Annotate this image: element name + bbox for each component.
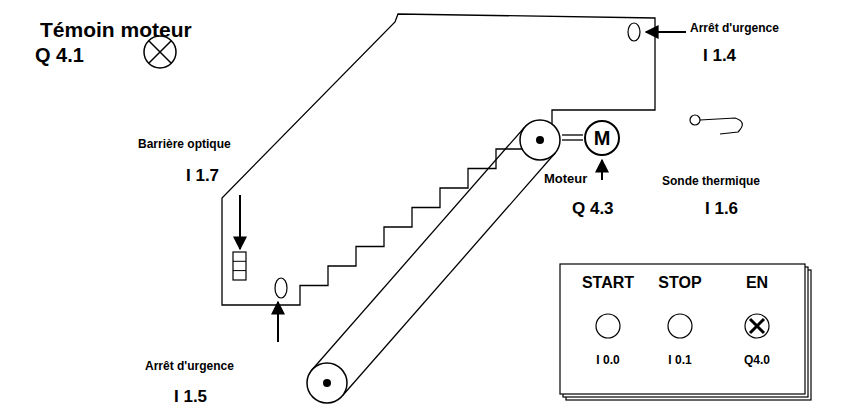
panel-text: EN: [746, 274, 768, 292]
motor-circle: M: [584, 120, 620, 156]
thermal-probe-symbol: [690, 115, 700, 125]
sensor-label: Arrêt d'urgence: [690, 22, 779, 35]
indicator-lamp: [745, 314, 769, 338]
push-button: [596, 314, 620, 338]
roller: [520, 120, 560, 160]
belt-line: [342, 153, 555, 396]
light-barrier-divider: [233, 261, 246, 262]
pointer-arrow: [239, 195, 241, 249]
escalator-outline: [222, 14, 655, 305]
roller-axle: [536, 136, 544, 144]
emergency-stop-symbol: [275, 278, 287, 298]
lamp-label: Témoin moteur: [40, 18, 192, 41]
shaft-line: [562, 139, 583, 140]
pointer-arrow: [601, 160, 603, 180]
push-button: [668, 314, 692, 338]
signal-address: I 1.6: [705, 200, 738, 219]
pointer-arrow: [646, 31, 686, 33]
control-panel-box: START STOP EN I 0.0 I 0.1 Q4.0: [560, 264, 805, 394]
roller: [307, 363, 347, 403]
panel-text: STOP: [658, 274, 701, 292]
panel-text: I 0.0: [596, 354, 619, 367]
roller-axle: [323, 379, 331, 387]
control-panel: [560, 264, 805, 394]
signal-address: Q 4.1: [35, 44, 84, 66]
shaft-line: [562, 134, 583, 135]
pointer-arrow: [277, 302, 279, 342]
emergency-stop-symbol: [628, 23, 640, 41]
panel-text: I 0.1: [668, 354, 691, 367]
lamp-cross: [149, 41, 171, 63]
sensor-label: Sonde thermique: [662, 175, 760, 188]
light-barrier-symbol: [233, 252, 246, 280]
signal-address: I 1.7: [186, 167, 219, 186]
sensor-label: Arrêt d'urgence: [145, 360, 234, 373]
motor-letter: M: [594, 127, 611, 149]
signal-address: Q 4.3: [572, 200, 614, 219]
lamp-cross: [750, 319, 764, 333]
panel-text: Q4.0: [744, 354, 770, 367]
motor-label: Moteur: [544, 172, 587, 186]
thermal-probe-wire: [700, 118, 742, 134]
panel-text: START: [582, 274, 634, 292]
signal-address: I 1.4: [703, 47, 736, 66]
signal-address: I 1.5: [174, 388, 207, 407]
sensor-label: Barrière optique: [138, 138, 231, 151]
light-barrier-divider: [233, 270, 246, 271]
belt-line: [312, 127, 525, 370]
